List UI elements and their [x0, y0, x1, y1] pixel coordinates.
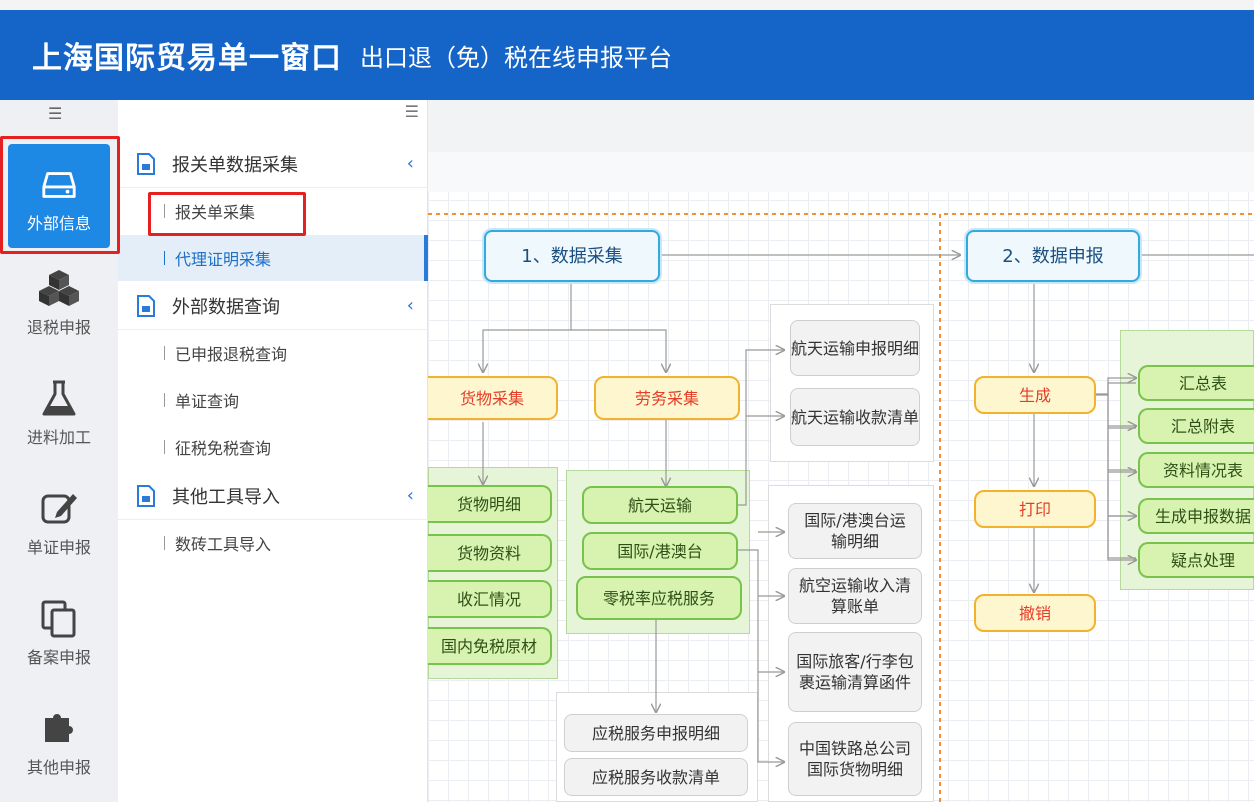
toolbar-band [428, 100, 1254, 152]
aerospace-receipt-list[interactable]: 航天运输收款清单 [790, 388, 920, 446]
service-receipt-list[interactable]: 应税服务收款清单 [564, 758, 748, 796]
railway-goods-detail[interactable]: 中国铁路总公司国际货物明细 [788, 722, 922, 796]
zero-rate-service-node[interactable]: 零税率应税服务 [576, 576, 742, 620]
highlight-customs-collect [148, 192, 306, 236]
edit-icon [41, 494, 77, 524]
submenu-item-tax-query[interactable]: 征税免税查询 [118, 424, 428, 470]
sidebar-item-label: 备案申报 [26, 648, 91, 667]
highlight-external-info [0, 136, 120, 254]
service-collect-node[interactable]: 劳务采集 [594, 376, 740, 420]
goods-detail-node[interactable]: 货物明细 [428, 485, 552, 523]
document-icon [137, 294, 155, 317]
sidebar: ☰ 外部信息 退税申报 进料 [0, 100, 118, 802]
sidebar-item-other[interactable]: 其他申报 [0, 690, 118, 800]
submenu-toggle-icon[interactable]: ☰ [404, 102, 419, 121]
submenu-item-document-query[interactable]: 单证查询 [118, 377, 428, 423]
aerospace-node[interactable]: 航天运输 [582, 486, 738, 524]
chevron-left-icon: ‹ [406, 153, 414, 174]
puzzle-icon [45, 714, 73, 742]
submenu-item-declared-query[interactable]: 已申报退税查询 [118, 330, 428, 376]
toolbar-band-secondary [428, 152, 1254, 192]
document-icon [137, 152, 155, 175]
chevron-left-icon: ‹ [406, 485, 414, 506]
generate-connectors [1096, 382, 1136, 559]
print-node[interactable]: 打印 [974, 490, 1096, 528]
goods-collect-node[interactable]: 货物采集 [428, 376, 558, 420]
submenu-group-label: 外部数据查询 [172, 296, 280, 318]
material-status-node[interactable]: 资料情况表 [1138, 452, 1254, 488]
summary-table-node[interactable]: 汇总表 [1138, 365, 1254, 401]
sidebar-item-label: 其他申报 [26, 758, 91, 777]
app-title: 上海国际贸易单一窗口 [32, 41, 342, 76]
flask-icon [42, 380, 76, 416]
stage-data-collection[interactable]: 1、数据采集 [484, 230, 660, 282]
sidebar-item-external-info[interactable]: 外部信息 [0, 100, 118, 248]
submenu-item-label: 代理证明采集 [175, 250, 272, 269]
browser-strip [0, 0, 1254, 10]
submenu-panel: ☰ 报关单数据采集 ‹ 报关单采集 代理证明采集 外部数据查询 ‹ 已申报退税查… [118, 100, 428, 802]
divider [164, 346, 165, 360]
passenger-luggage-letter[interactable]: 国际旅客/行李包裹运输清算函件 [788, 632, 922, 712]
intl-transport-detail[interactable]: 国际/港澳台运输明细 [788, 503, 922, 559]
sidebar-item-filing[interactable]: 备案申报 [0, 580, 118, 690]
generate-node[interactable]: 生成 [974, 376, 1096, 414]
issue-handling-node[interactable]: 疑点处理 [1138, 542, 1254, 578]
intl-transport-node[interactable]: 国际/港澳台 [582, 532, 738, 570]
sidebar-item-label: 退税申报 [26, 318, 91, 337]
summary-attach-node[interactable]: 汇总附表 [1138, 408, 1254, 444]
chevron-left-icon: ‹ [406, 295, 414, 316]
divider [164, 204, 165, 218]
divider [164, 440, 165, 454]
aerospace-declare-detail[interactable]: 航天运输申报明细 [790, 320, 920, 376]
air-transport-bill[interactable]: 航空运输收入清算账单 [788, 568, 922, 624]
sidebar-toggle-icon[interactable]: ☰ [48, 104, 63, 123]
submenu-item-label: 数砖工具导入 [175, 535, 272, 554]
sidebar-item-processing[interactable]: 进料加工 [0, 360, 118, 470]
sidebar-item-tax-refund[interactable]: 退税申报 [0, 250, 118, 360]
submenu-item-customs-collect[interactable]: 报关单采集 [118, 188, 428, 234]
submenu-group-label: 其他工具导入 [172, 486, 280, 508]
submenu-group-other-tools[interactable]: 其他工具导入 ‹ [118, 472, 428, 520]
sidebar-item-label: 进料加工 [26, 428, 91, 447]
sidebar-item-label: 单证申报 [26, 538, 91, 557]
divider [164, 251, 165, 265]
sidebar-item-document[interactable]: 单证申报 [0, 470, 118, 580]
submenu-item-label: 报关单采集 [175, 203, 256, 222]
sidebar-item-label: 外部信息 [26, 214, 91, 233]
submenu-group-label: 报关单数据采集 [172, 154, 298, 176]
divider [164, 393, 165, 407]
service-declare-detail[interactable]: 应税服务申报明细 [564, 714, 748, 752]
goods-info-node[interactable]: 货物资料 [428, 534, 552, 572]
stage-data-declaration[interactable]: 2、数据申报 [966, 230, 1140, 282]
flowchart-connectors [428, 213, 1254, 802]
cubes-icon [39, 270, 79, 306]
divider [164, 536, 165, 550]
submenu-item-agency-proof[interactable]: 代理证明采集 [118, 235, 428, 281]
forex-node[interactable]: 收汇情况 [428, 580, 552, 618]
hard-drive-icon [42, 172, 76, 198]
submenu-group-external-query[interactable]: 外部数据查询 ‹ [118, 282, 428, 330]
submenu-item-label: 单证查询 [175, 392, 240, 411]
submenu-item-label: 已申报退税查询 [175, 345, 288, 364]
submenu-group-customs[interactable]: 报关单数据采集 ‹ [118, 140, 428, 188]
generate-data-node[interactable]: 生成申报数据 [1138, 498, 1254, 534]
document-icon [137, 484, 155, 507]
app-header: 上海国际贸易单一窗口 出口退（免）税在线申报平台 [0, 10, 1254, 100]
app-subtitle: 出口退（免）税在线申报平台 [360, 43, 672, 72]
revoke-node[interactable]: 撤销 [974, 594, 1096, 632]
duty-free-material-node[interactable]: 国内免税原材 [428, 627, 552, 665]
submenu-item-tool-import[interactable]: 数砖工具导入 [118, 520, 428, 566]
copy-icon [41, 600, 76, 638]
submenu-item-label: 征税免税查询 [175, 439, 272, 458]
